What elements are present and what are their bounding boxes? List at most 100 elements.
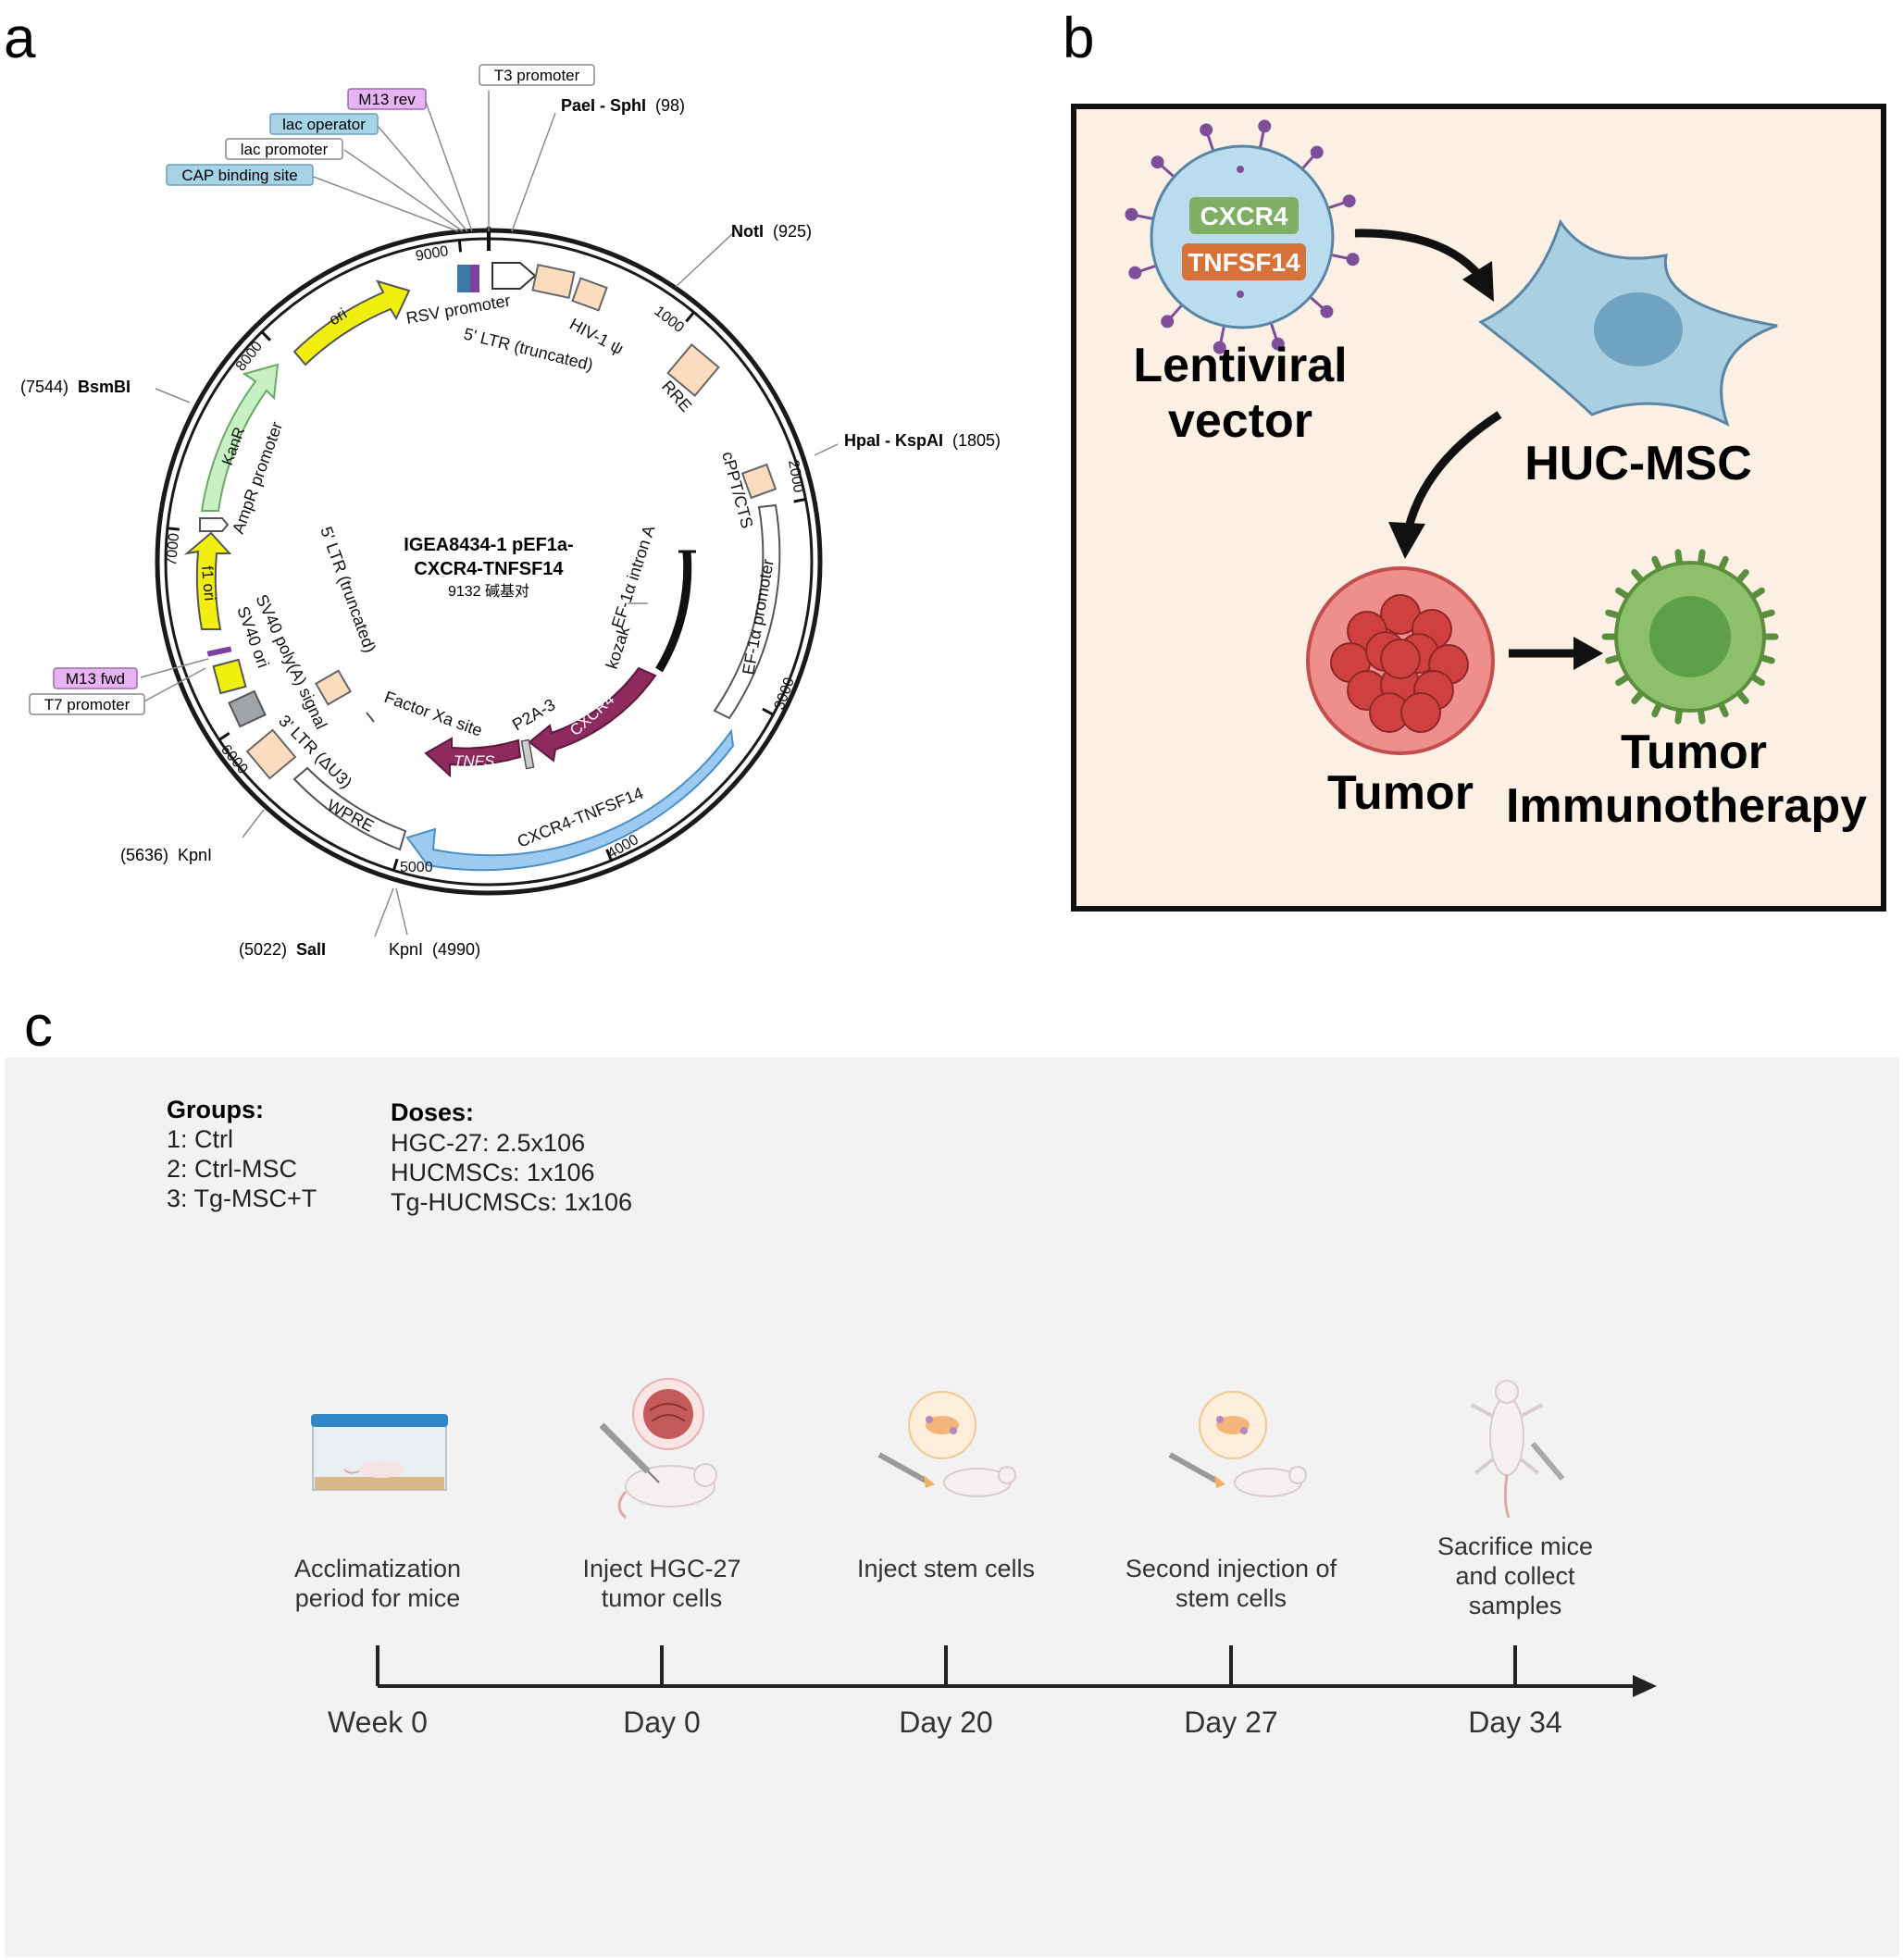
virus-spike-tip	[1310, 145, 1324, 159]
feature-5ltr-inner-box	[315, 669, 352, 706]
timeline-step-label: Inject stem cells	[857, 1555, 1035, 1582]
panel-c-background	[5, 1058, 1899, 1957]
plasmid-name-line1: IGEA8434-1 pEF1a-	[404, 535, 573, 555]
huc-msc-nucleus	[1594, 292, 1683, 366]
label-f1-ori: f1 ori	[198, 565, 218, 602]
label-cap-binding-site: CAP binding site	[181, 167, 297, 184]
restriction-sites: PaeI - SphI(98) NotI(925) HpaI - KspAI(1…	[20, 96, 1001, 959]
tumor-cell-cluster	[1330, 594, 1469, 733]
feature-cppt-box	[740, 463, 777, 500]
plasmid-map: IGEA8434-1 pEF1a- CXCR4-TNFSF14 9132 碱基对…	[20, 64, 1001, 959]
timeline-arrowhead	[1633, 1675, 1657, 1697]
site-hpai-kspai: HpaI - KspAI(1805)	[844, 431, 1001, 450]
timeline-step-label: and collect	[1455, 1562, 1575, 1590]
dose-3: Tg-HUCMSCs: 1x106	[391, 1188, 632, 1216]
stem-cell-injection-icon-1	[877, 1391, 1016, 1497]
virus-spike-tip	[1346, 253, 1360, 267]
virus-spike-tip	[1320, 304, 1334, 318]
label-factor-xa: Factor Xa site	[382, 688, 485, 740]
timeline-time-label: Day 0	[623, 1706, 701, 1739]
label-tnfs: TNFS...	[454, 752, 508, 770]
stem-cell-injection-icon-2	[1168, 1391, 1307, 1497]
timeline-step-label: Acclimatization	[294, 1555, 461, 1582]
timeline-step-label: Inject HGC-27	[582, 1555, 740, 1582]
plasmid-features	[183, 262, 781, 872]
therapy-label-line1: Tumor	[1621, 726, 1767, 779]
sacrifice-mouse-icon	[1471, 1380, 1565, 1519]
arrow-msc-to-tumor	[1404, 411, 1502, 529]
tumor-cell	[1400, 692, 1441, 733]
virus-spike-tip	[1271, 337, 1285, 351]
arrow-vector-to-msc	[1354, 229, 1485, 280]
timeline-time-label: Day 20	[899, 1706, 992, 1739]
virus-spike	[1269, 322, 1278, 341]
gene-box-tnfsf14	[1182, 243, 1306, 280]
dose-2: HUCMSCs: 1x106	[391, 1159, 595, 1186]
timeline-step-label: samples	[1469, 1592, 1562, 1619]
feature-ori-arrow	[292, 279, 411, 366]
feature-f1-ori-arrow	[183, 531, 232, 630]
feature-5ltr-box	[531, 263, 576, 300]
feature-m13-fwd-mark	[206, 646, 232, 657]
feature-sv40-polya-box	[228, 689, 267, 728]
tick-mark	[167, 527, 180, 531]
timeline-time-label: Day 27	[1184, 1706, 1277, 1739]
label-wpre: WPRE	[324, 796, 377, 836]
virus-spike	[1135, 214, 1154, 221]
virus-spike	[1206, 132, 1215, 152]
therapy-label-line2: Immunotherapy	[1506, 779, 1867, 833]
virus-capsid	[1150, 144, 1335, 329]
virus-spike-tip	[1151, 155, 1164, 169]
virus-spike	[1300, 154, 1316, 170]
tick-label-1000: 1000	[652, 304, 688, 336]
plasmid-inner-features	[315, 550, 696, 778]
groups-title: Groups:	[167, 1096, 264, 1123]
site-bsmbi: (7544)BsmBI	[20, 378, 131, 396]
tumor-injection-icon	[599, 1378, 717, 1520]
tick-label-2000: 2000	[785, 459, 806, 494]
virus-spike	[1138, 264, 1157, 273]
gene-label-cxcr4: CXCR4	[1200, 202, 1288, 230]
boxed-feature-labels: T3 promoter M13 rev lac operator lac pro…	[29, 64, 595, 715]
box-m13-fwd	[53, 667, 138, 689]
tick-mark	[218, 732, 230, 741]
virus-spikes	[1125, 119, 1360, 354]
gene-label-tnfsf14: TNFSF14	[1188, 248, 1300, 277]
feature-m13-rev-block	[470, 265, 479, 292]
label-rsv-promoter: RSV promoter	[404, 291, 512, 328]
mouse-cage-icon	[311, 1414, 448, 1491]
feature-tnfs-arrow	[424, 737, 522, 778]
timeline-step-label: Second injection of	[1126, 1555, 1337, 1582]
virus-dot	[1237, 291, 1244, 298]
virus-spike	[1327, 201, 1347, 210]
virus-spike	[1219, 325, 1226, 344]
lentiviral-vector-icon: CXCR4 TNFSF14	[1125, 119, 1360, 354]
panel-label-c: c	[24, 995, 53, 1059]
box-lac-promoter	[225, 138, 343, 160]
tick-label-5000: 5000	[400, 860, 433, 875]
virus-spike-tip	[1125, 207, 1138, 221]
timeline-step-label: stem cells	[1175, 1584, 1287, 1612]
label-lac-promoter: lac promoter	[241, 141, 329, 158]
doses-title: Doses:	[391, 1098, 474, 1126]
label-m13-fwd: M13 fwd	[66, 670, 125, 688]
vector-label-line2: vector	[1168, 394, 1312, 448]
label-m13-rev: M13 rev	[358, 91, 416, 108]
panel-label-a: a	[4, 6, 36, 70]
label-kozak: kozak	[603, 623, 634, 671]
immune-cell-nucleus	[1649, 596, 1731, 677]
timeline-time-label: Day 34	[1468, 1706, 1561, 1739]
gene-box-cxcr4	[1189, 197, 1299, 234]
tick-label-9000: 9000	[415, 243, 450, 265]
site-sali: (5022)SalI	[239, 940, 326, 959]
virus-dot	[1237, 166, 1244, 173]
label-leader-lines	[140, 91, 839, 937]
box-m13-rev	[347, 88, 427, 110]
virus-spike-tip	[1161, 315, 1175, 329]
plasmid-size: 9132 碱基对	[448, 583, 529, 600]
tick-mark	[793, 498, 806, 503]
tick-mark	[392, 858, 399, 871]
panel-label-b: b	[1063, 6, 1094, 70]
tick-mark	[605, 849, 613, 862]
